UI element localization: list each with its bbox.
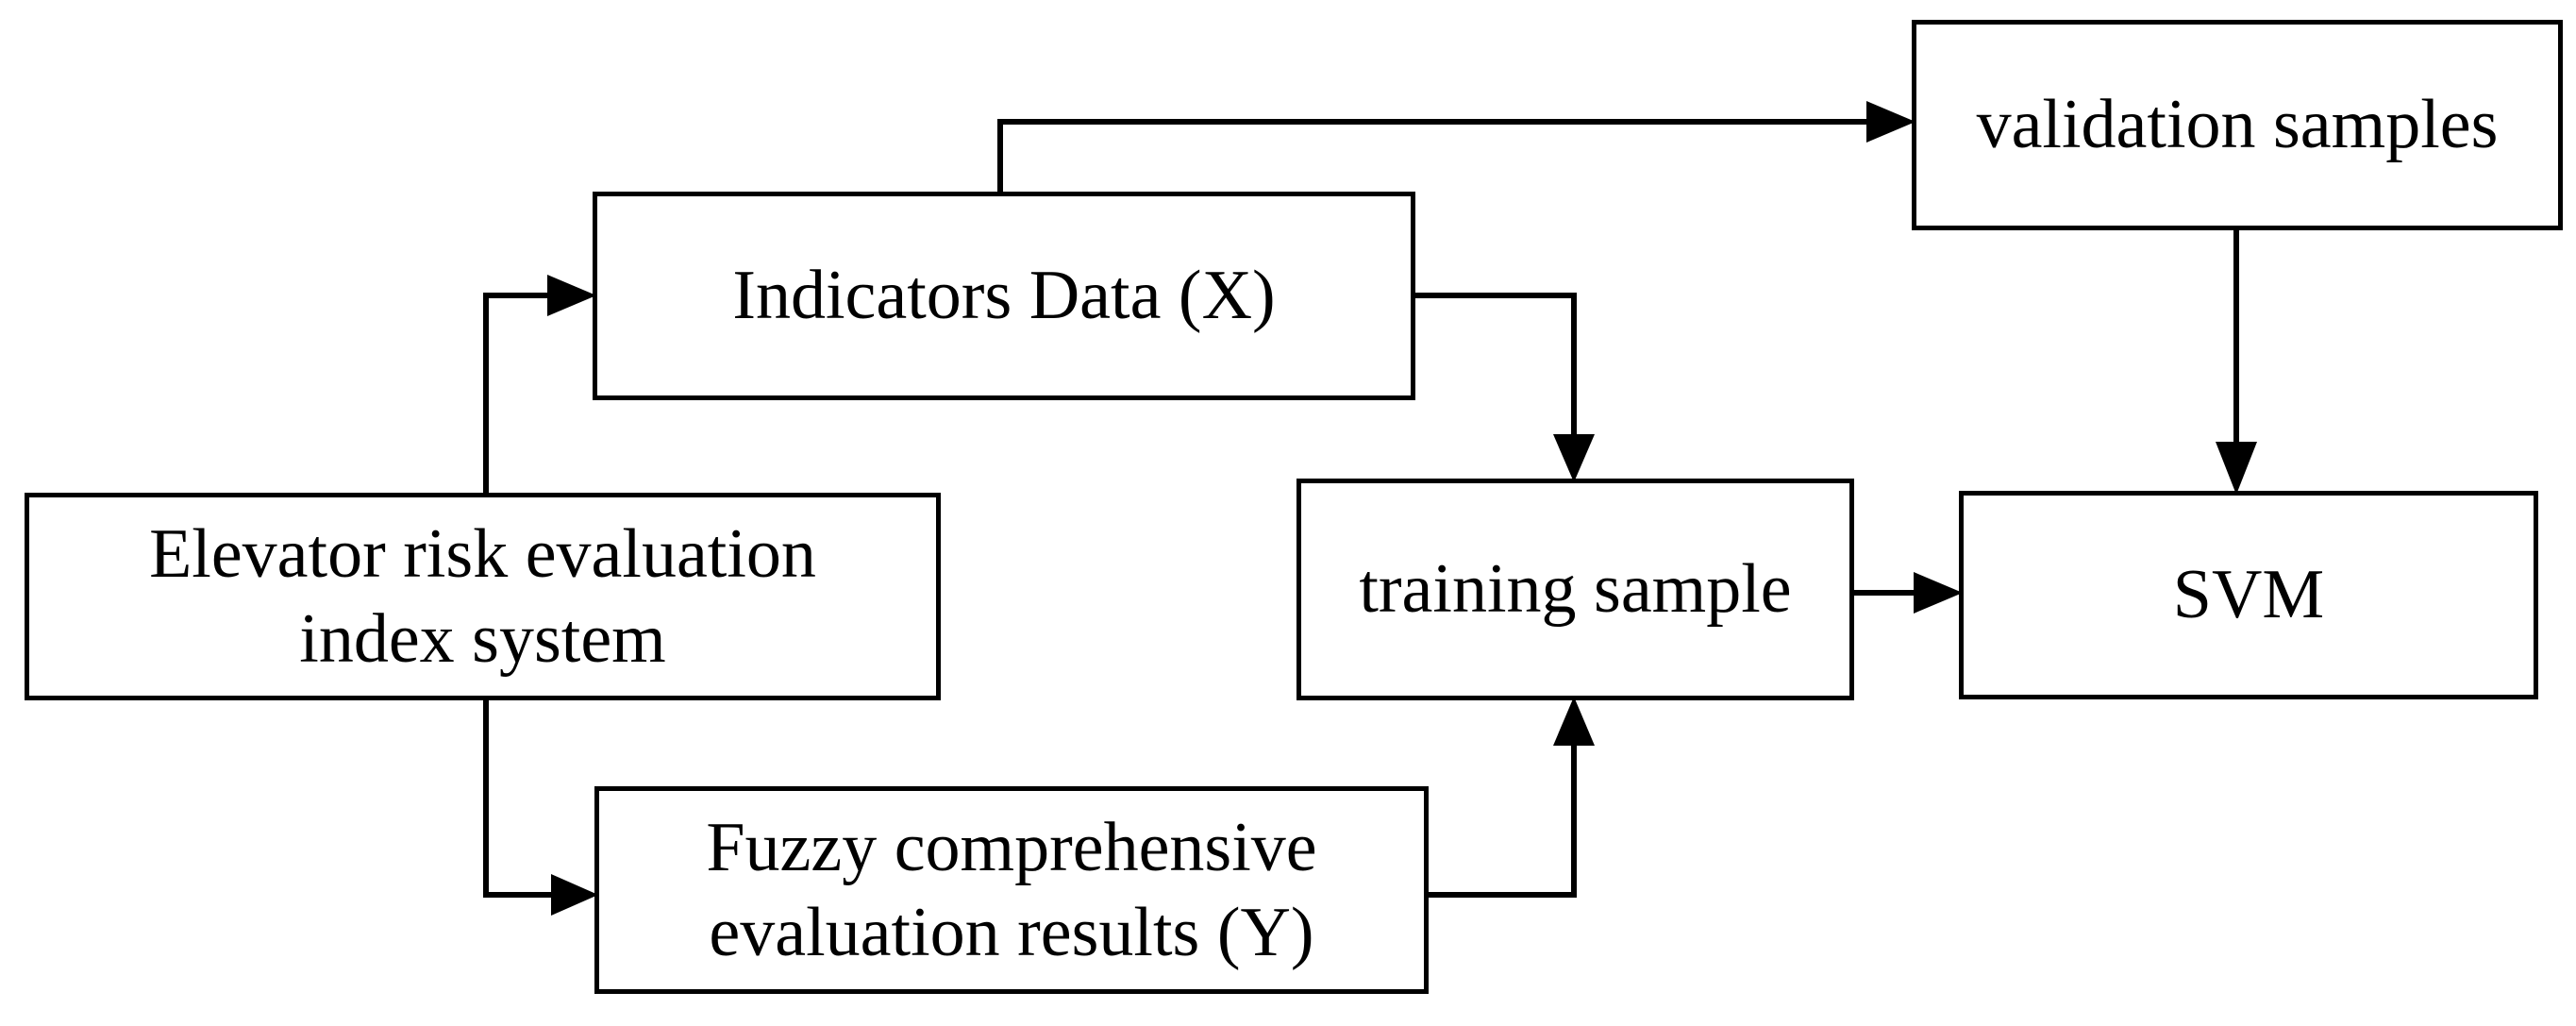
node-validation-samples: validation samples xyxy=(1912,20,2563,230)
edge-indicators-to-validation xyxy=(997,101,1915,193)
edge-elevator-to-indicators xyxy=(483,275,596,495)
arrowhead-up xyxy=(1553,697,1595,746)
edge-training-to-svm xyxy=(1850,572,1963,614)
node-label-line: Fuzzy comprehensive xyxy=(706,808,1317,886)
node-label-line: training sample xyxy=(1359,550,1792,629)
arrowhead-right xyxy=(1866,101,1915,143)
edge-elevator-to-fuzzy xyxy=(483,698,598,916)
node-svm: SVM xyxy=(1959,491,2538,699)
node-indicators-data: Indicators Data (X) xyxy=(593,192,1415,400)
arrowhead-down xyxy=(1553,434,1595,482)
node-label-line: SVM xyxy=(2172,556,2325,634)
arrowhead-right xyxy=(547,275,596,316)
arrowhead-right xyxy=(1914,572,1963,614)
edge-validation-to-svm xyxy=(2216,227,2257,495)
node-label-line: Indicators Data (X) xyxy=(732,257,1276,335)
node-label-line: index system xyxy=(299,600,666,678)
edge-indicators-to-training xyxy=(1412,293,1595,482)
arrowhead-right xyxy=(551,874,598,916)
node-elevator-risk-index-system: Elevator risk evaluation index system xyxy=(25,493,941,700)
node-label-line: validation samples xyxy=(1976,86,2499,164)
node-label-line: evaluation results (Y) xyxy=(709,894,1314,971)
node-fuzzy-evaluation-results: Fuzzy comprehensive evaluation results (… xyxy=(594,786,1429,994)
arrowhead-down xyxy=(2216,442,2257,495)
edge-fuzzy-to-training xyxy=(1425,697,1595,898)
node-label-line: Elevator risk evaluation xyxy=(149,514,816,593)
node-training-sample: training sample xyxy=(1296,479,1854,700)
